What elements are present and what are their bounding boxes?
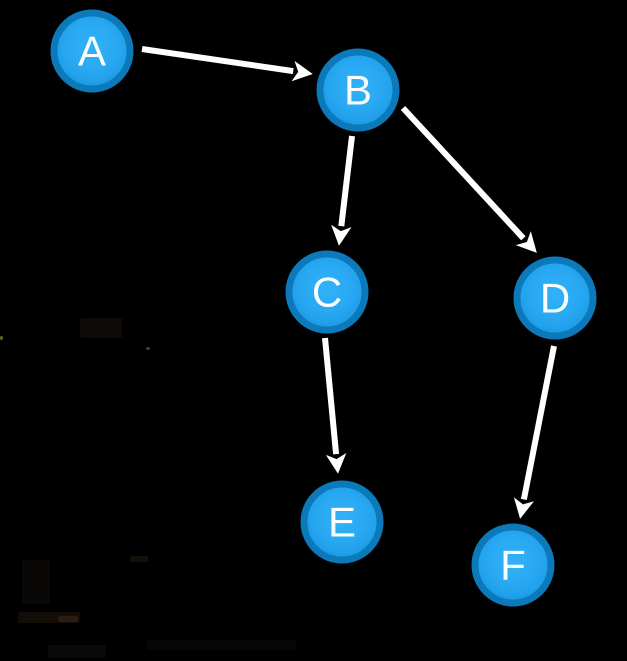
screen-artifact [48, 645, 106, 658]
screen-artifact [146, 640, 296, 650]
screen-artifact [80, 318, 122, 338]
node-D[interactable]: D [513, 256, 597, 340]
node-label: B [343, 66, 372, 113]
edge-B-C [331, 135, 355, 246]
edge-group [141, 46, 557, 519]
screen-artifact [58, 616, 78, 622]
node-B[interactable]: B [316, 48, 400, 132]
screen-artifact [22, 560, 50, 604]
screen-artifact [130, 556, 148, 562]
screen-artifact [146, 347, 150, 350]
node-C[interactable]: C [285, 250, 369, 334]
edge-C-E [322, 337, 347, 474]
node-F[interactable]: F [471, 523, 555, 607]
node-label: D [539, 274, 571, 321]
screen-artifact [0, 336, 3, 340]
node-E[interactable]: E [300, 480, 384, 564]
node-label: F [500, 541, 526, 588]
node-label: A [77, 27, 106, 74]
edge-B-D [400, 105, 537, 253]
node-label: C [311, 268, 343, 315]
screen-artifact [18, 612, 80, 623]
edge-D-F [513, 345, 557, 519]
edge-A-B [141, 46, 313, 82]
node-A[interactable]: A [50, 9, 134, 93]
node-label: E [327, 498, 356, 545]
